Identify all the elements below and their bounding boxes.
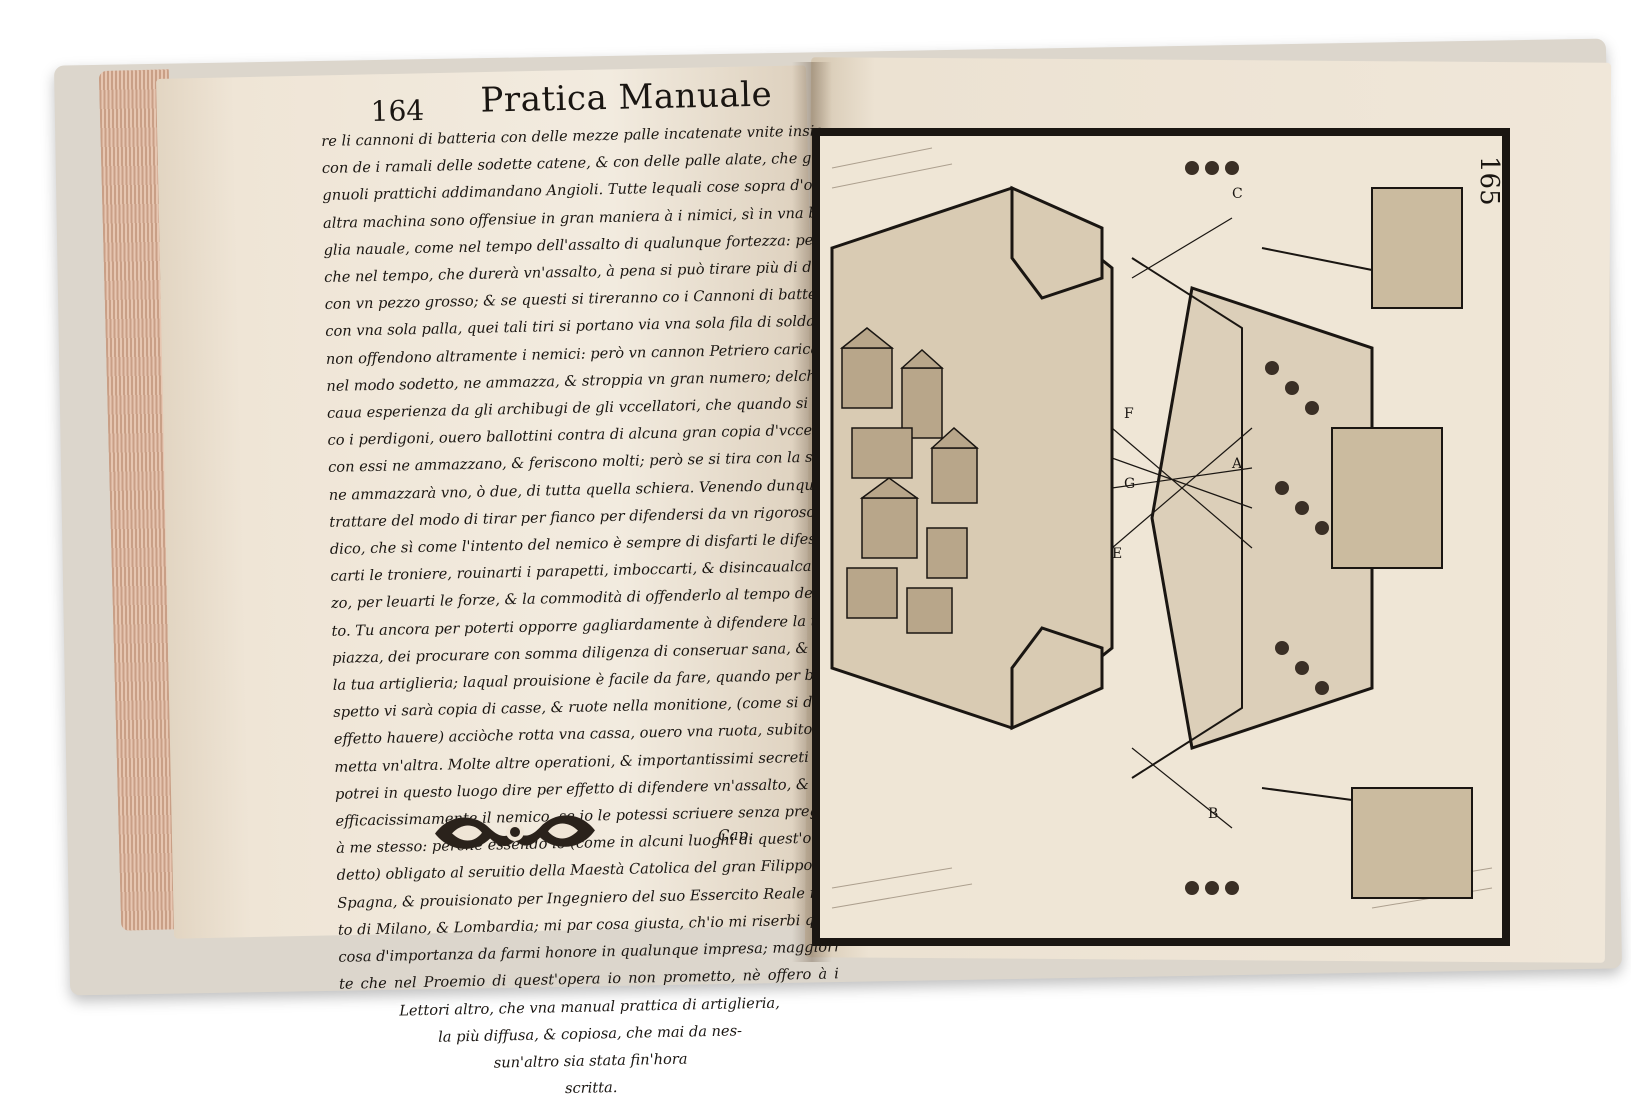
right-page-number: 165 [1474,156,1504,206]
open-book: 164 Pratica Manuale re li cannoni di bat… [54,38,1622,1098]
figure-label: F [1124,406,1134,422]
figure-label: E [1112,546,1122,562]
running-head: Pratica Manuale [480,74,773,121]
printer-ornament [435,815,595,849]
figure-label: C [1232,186,1243,202]
woodcut-fortress-illustration: A B C E F G [812,128,1510,946]
left-page-text: 164 Pratica Manuale re li cannoni di bat… [320,68,839,1098]
figure-label: A [1231,456,1243,472]
body-text: re li cannoni di batteria con delle mezz… [321,118,841,1107]
figure-label: B [1208,806,1218,822]
catchword: Cap. [717,825,753,845]
left-page-number: 164 [370,93,425,128]
figure-label: G [1124,476,1135,492]
